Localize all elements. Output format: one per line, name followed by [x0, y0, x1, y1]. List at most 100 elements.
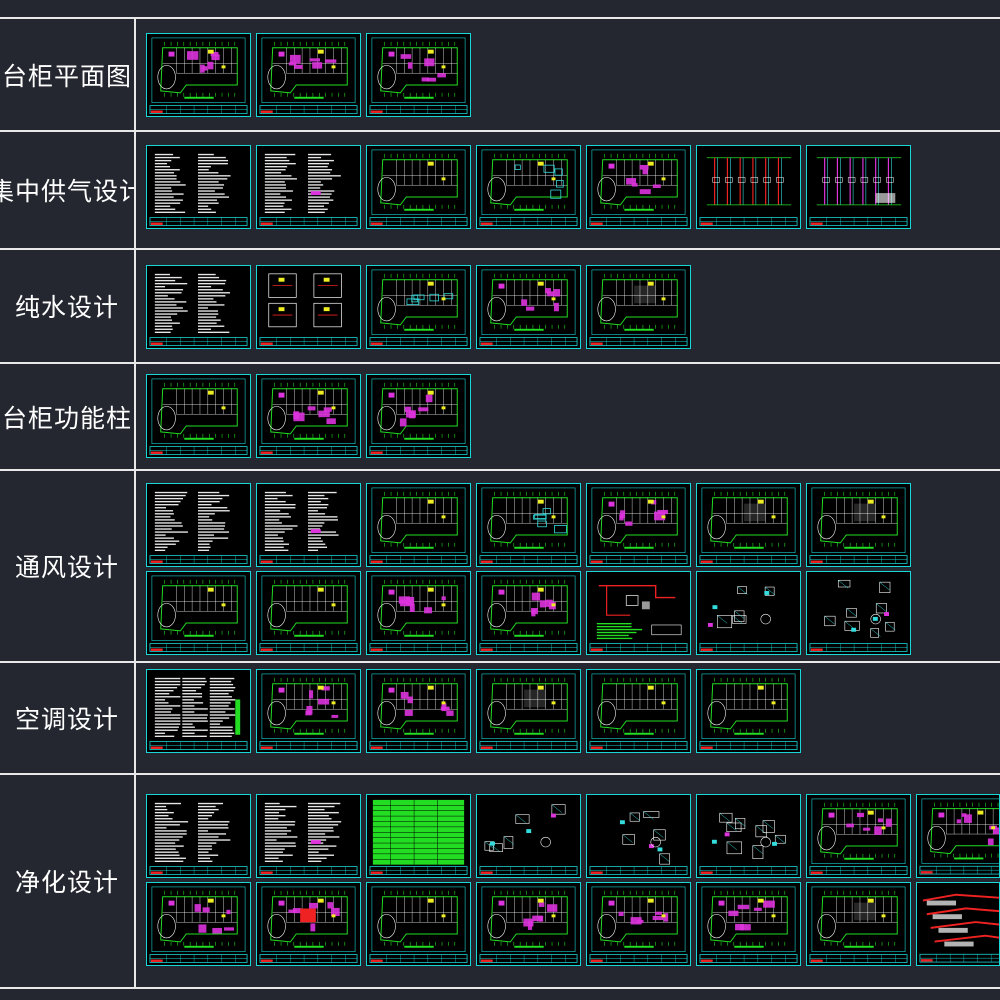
cad-drawing-preview: [699, 812, 798, 875]
drawing-thumbnail-taigui-gongnengzhu[interactable]: [366, 374, 471, 458]
cad-drawing-preview: [149, 677, 248, 750]
cad-drawing-preview: [259, 491, 358, 564]
drawing-thumbnail-jinghua[interactable]: [806, 794, 911, 878]
section-divider: [0, 17, 1000, 19]
drawing-thumbnail-jinghua[interactable]: [476, 882, 581, 966]
cad-drawing-preview: [809, 157, 908, 226]
drawing-thumbnail-jizhong-gongqi[interactable]: [806, 145, 911, 229]
cad-drawing-preview: [479, 804, 578, 875]
cad-drawing-preview: [369, 37, 468, 114]
drawing-thumbnail-taigui-gongnengzhu[interactable]: [256, 374, 361, 458]
drawing-thumbnail-kongtiao[interactable]: [476, 669, 581, 753]
drawing-thumbnail-chunshui[interactable]: [256, 265, 361, 349]
section-label-taigui-pingmian: 台柜平面图: [1, 61, 132, 91]
drawing-thumbnail-tongfeng[interactable]: [146, 571, 251, 655]
drawing-thumbnail-jizhong-gongqi[interactable]: [146, 145, 251, 229]
drawing-thumbnail-kongtiao[interactable]: [146, 669, 251, 753]
drawing-thumbnail-jinghua[interactable]: [256, 794, 361, 878]
drawing-thumbnail-chunshui[interactable]: [476, 265, 581, 349]
drawing-thumbnail-jizhong-gongqi[interactable]: [696, 145, 801, 229]
cad-drawing-preview: [809, 487, 908, 564]
drawing-thumbnail-jinghua[interactable]: [586, 794, 691, 878]
drawing-thumbnail-tongfeng[interactable]: [806, 483, 911, 567]
cad-drawing-preview: [699, 157, 798, 226]
cad-drawing-preview: [479, 575, 578, 652]
section-divider: [0, 469, 1000, 471]
drawing-thumbnail-tongfeng[interactable]: [366, 483, 471, 567]
cad-drawing-preview: [149, 37, 248, 114]
drawing-thumbnail-kongtiao[interactable]: [366, 669, 471, 753]
drawing-thumbnail-taigui-pingmian[interactable]: [256, 33, 361, 117]
drawing-thumbnail-tongfeng[interactable]: [806, 571, 911, 655]
cad-drawing-preview: [369, 673, 468, 750]
drawing-thumbnail-chunshui[interactable]: [366, 265, 471, 349]
drawing-thumbnail-jizhong-gongqi[interactable]: [366, 145, 471, 229]
drawing-thumbnail-chunshui[interactable]: [146, 265, 251, 349]
cad-drawing-preview: [479, 673, 578, 750]
drawing-thumbnail-tongfeng[interactable]: [256, 571, 361, 655]
drawing-thumbnail-taigui-pingmian[interactable]: [366, 33, 471, 117]
cad-drawing-preview: [259, 273, 358, 346]
drawing-thumbnail-jinghua[interactable]: [696, 794, 801, 878]
cad-drawing-preview: [589, 269, 688, 346]
section-divider: [0, 248, 1000, 250]
drawing-thumbnail-jinghua[interactable]: [696, 882, 801, 966]
cad-drawing-preview: [259, 575, 358, 652]
cad-drawing-preview: [149, 273, 248, 346]
cad-drawing-preview: [479, 269, 578, 346]
cad-drawing-preview: [589, 585, 688, 652]
drawing-thumbnail-tongfeng[interactable]: [366, 571, 471, 655]
drawing-thumbnail-jizhong-gongqi[interactable]: [256, 145, 361, 229]
drawing-thumbnail-tongfeng[interactable]: [256, 483, 361, 567]
drawing-thumbnail-tongfeng[interactable]: [476, 483, 581, 567]
cad-drawing-preview: [699, 886, 798, 963]
cad-drawing-preview: [369, 886, 468, 963]
cad-drawing-preview: [259, 673, 358, 750]
section-label-kongtiao: 空调设计: [14, 705, 119, 734]
section-label-chunshui: 纯水设计: [14, 293, 119, 322]
drawing-thumbnail-kongtiao[interactable]: [256, 669, 361, 753]
cad-drawing-preview: [809, 886, 908, 963]
drawing-thumbnail-kongtiao[interactable]: [586, 669, 691, 753]
cad-drawing-preview: [369, 487, 468, 564]
drawing-thumbnail-tongfeng[interactable]: [146, 483, 251, 567]
drawing-thumbnail-chunshui[interactable]: [586, 265, 691, 349]
section-divider: [0, 773, 1000, 775]
drawing-thumbnail-tongfeng[interactable]: [586, 571, 691, 655]
cad-drawing-preview: [699, 673, 798, 750]
drawing-thumbnail-jinghua[interactable]: [146, 882, 251, 966]
drawing-thumbnail-taigui-pingmian[interactable]: [146, 33, 251, 117]
section-label-jinghua: 净化设计: [14, 868, 119, 897]
section-divider: [0, 130, 1000, 132]
drawing-thumbnail-tongfeng[interactable]: [476, 571, 581, 655]
drawing-thumbnail-jinghua[interactable]: [146, 794, 251, 878]
drawing-thumbnail-jinghua[interactable]: [916, 794, 1000, 878]
drawing-thumbnail-tongfeng[interactable]: [696, 483, 801, 567]
drawing-thumbnail-jinghua[interactable]: [366, 794, 471, 878]
label-column-divider: [134, 17, 136, 989]
cad-drawing-preview: [259, 886, 358, 963]
drawing-thumbnail-jinghua[interactable]: [806, 882, 911, 966]
cad-drawing-preview: [149, 153, 248, 226]
drawing-thumbnail-jinghua[interactable]: [256, 882, 361, 966]
cad-drawing-preview: [699, 586, 798, 652]
drawing-thumbnail-tongfeng[interactable]: [696, 571, 801, 655]
drawing-thumbnail-jinghua[interactable]: [916, 882, 1000, 966]
cad-drawing-preview: [809, 798, 908, 875]
cad-drawing-preview: [259, 378, 358, 455]
section-divider: [0, 987, 1000, 989]
section-label-taigui-gongnengzhu: 台柜功能柱: [1, 403, 132, 433]
drawing-thumbnail-jizhong-gongqi[interactable]: [586, 145, 691, 229]
cad-drawing-preview: [369, 269, 468, 346]
cad-drawing-preview: [699, 487, 798, 564]
section-label-jizhong-gongqi: 集中供气设计: [0, 177, 134, 206]
drawing-thumbnail-kongtiao[interactable]: [696, 669, 801, 753]
drawing-thumbnail-jinghua[interactable]: [366, 882, 471, 966]
drawing-thumbnail-tongfeng[interactable]: [586, 483, 691, 567]
drawing-thumbnail-jizhong-gongqi[interactable]: [476, 145, 581, 229]
drawing-thumbnail-jinghua[interactable]: [586, 882, 691, 966]
drawing-thumbnail-taigui-gongnengzhu[interactable]: [146, 374, 251, 458]
drawing-thumbnail-jinghua[interactable]: [476, 794, 581, 878]
cad-drawing-preview: [369, 575, 468, 652]
cad-drawing-preview: [589, 886, 688, 963]
